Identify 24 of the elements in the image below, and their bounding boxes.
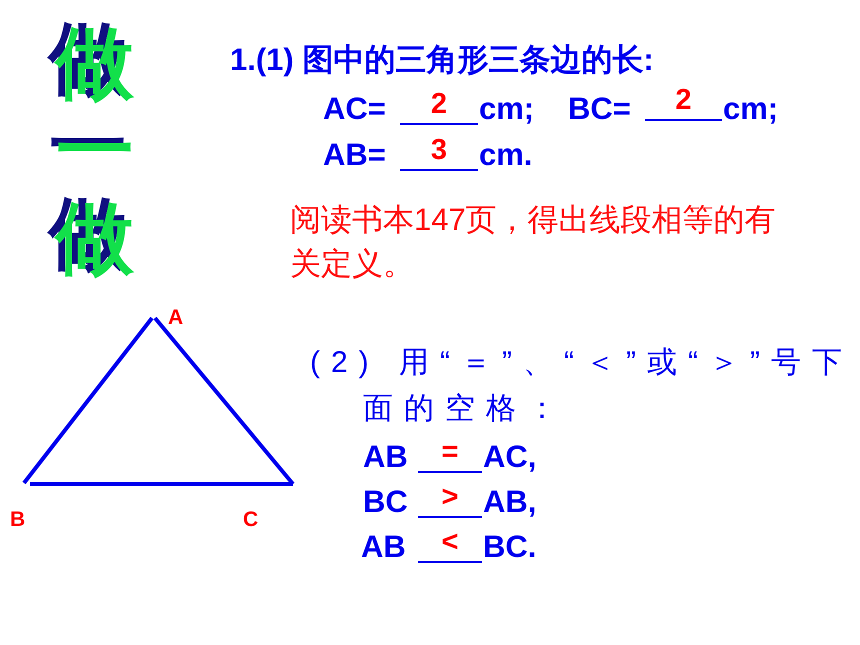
fill-in-line: 2 [645,85,722,121]
fill-in-line: 2 [400,89,478,125]
fill-in-line: 3 [400,135,478,171]
question-text: AB [361,529,406,565]
question-text: AB= [323,137,386,173]
question-text: AB [363,439,408,475]
question-text: cm. [479,137,532,173]
fill-in-line: > [418,482,482,518]
question-text: BC= [568,91,631,127]
fill-in-line: = [418,437,482,473]
question-text: AB, [483,484,536,520]
instruction-note: 阅读书本147页，得出线段相等的有关定义。 [290,201,777,283]
vertex-label: A [168,306,184,330]
question-text: BC [363,484,408,520]
vertex-label: C [243,508,258,532]
question-text: cm; [479,91,534,127]
fill-in-line: < [418,527,482,563]
question-text: (2) 用“＝”、“＜”或“＞”号下面的空格： [310,345,854,427]
question-text: AC, [483,439,536,475]
question-text: cm; [723,91,778,127]
question-text: 1.(1) 图中的三角形三条边的长: [230,42,654,78]
vertex-label: B [10,508,26,532]
question-text: AC= [323,91,386,127]
question-text: BC. [483,529,536,565]
